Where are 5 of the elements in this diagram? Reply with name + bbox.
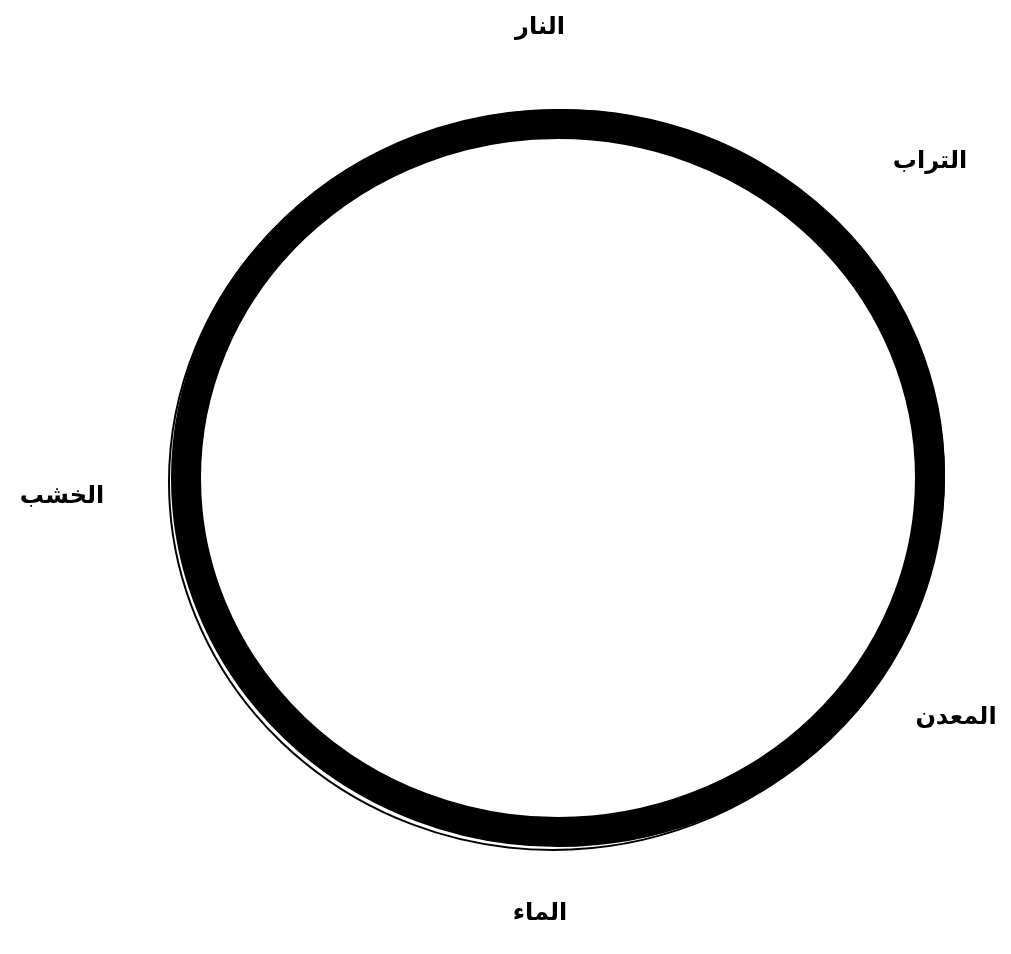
element-label: المعدن — [915, 702, 997, 730]
element-label: الماء — [512, 898, 568, 926]
element-label: التراب — [892, 146, 968, 174]
element-label: النار — [515, 12, 565, 40]
element-label: الخشب — [19, 481, 105, 509]
